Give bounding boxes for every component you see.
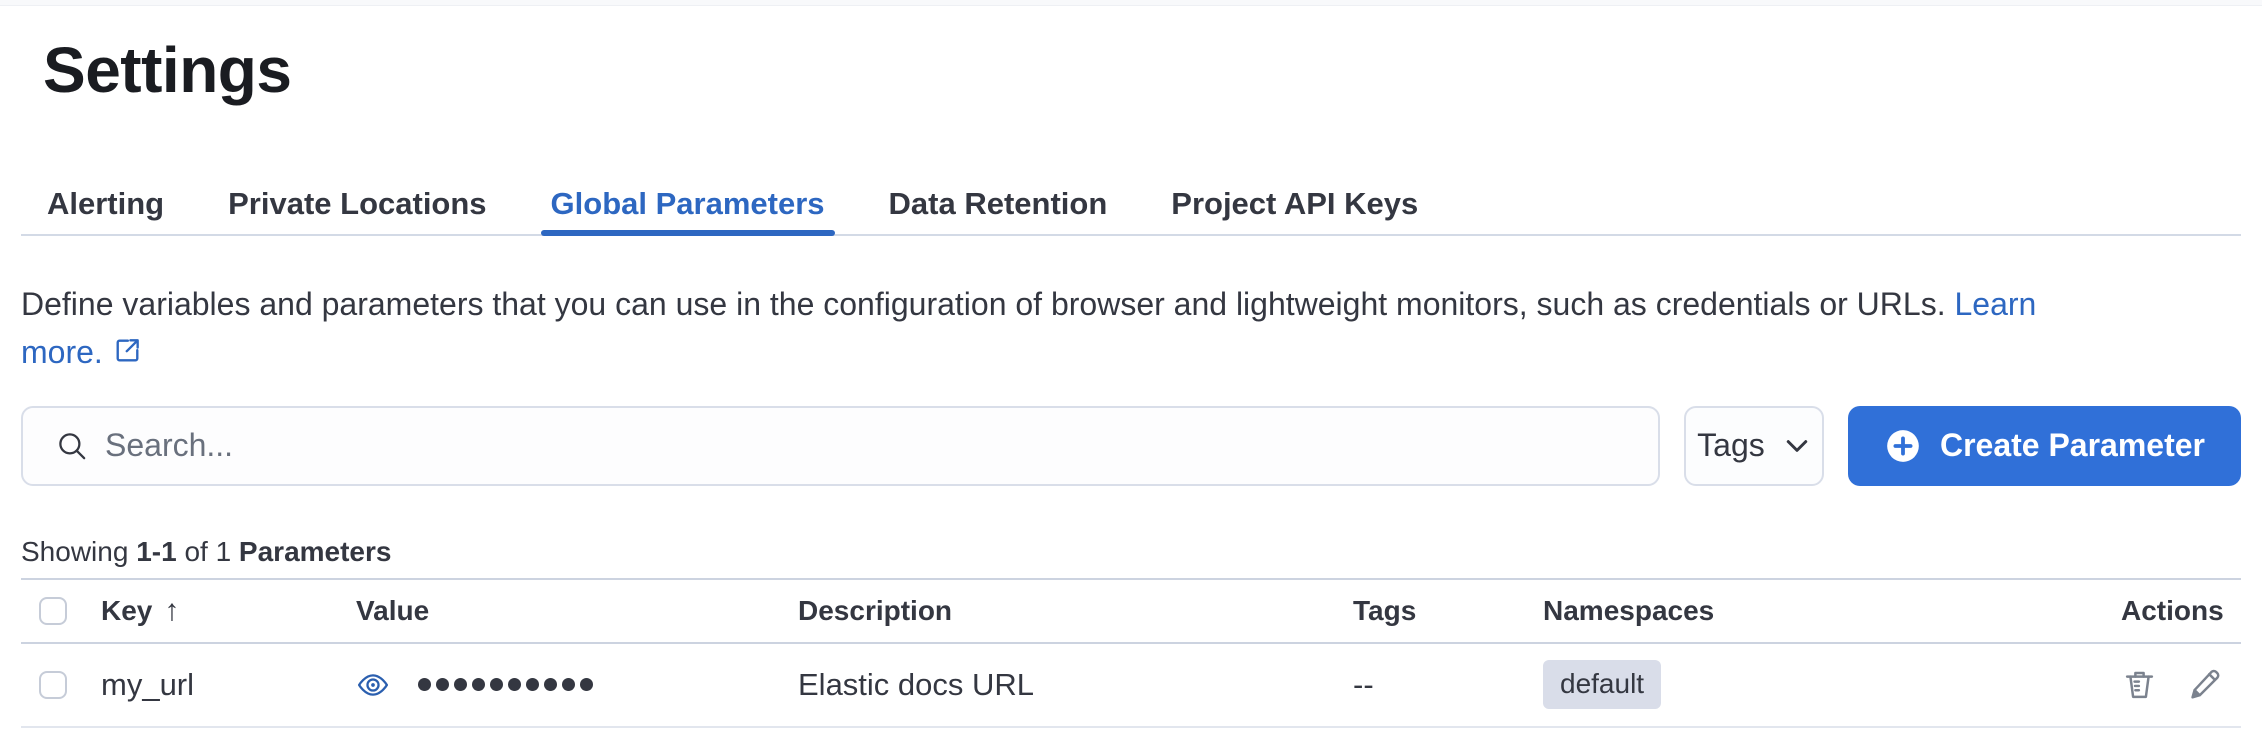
results-summary: Showing 1-1 of 1 Parameters — [21, 535, 392, 567]
column-header-tags: Tags — [1353, 594, 1417, 626]
param-tags: -- — [1353, 666, 1374, 702]
parameters-table: Key ↑ Value Description Tags Namespaces … — [21, 577, 2241, 728]
table-header-row: Key ↑ Value Description Tags Namespaces … — [21, 577, 2241, 644]
pencil-icon — [2191, 669, 2220, 699]
page-title: Settings — [43, 34, 292, 106]
page-description: Define variables and parameters that you… — [21, 280, 2241, 376]
param-key: my_url — [101, 666, 195, 702]
settings-tabs: Alerting Private Locations Global Paramete… — [21, 174, 2241, 236]
tab-global-parameters[interactable]: Global Parameters — [525, 174, 851, 236]
tags-filter-button[interactable]: Tags — [1683, 405, 1824, 486]
select-all-checkbox[interactable] — [39, 596, 67, 625]
sort-ascending-icon: ↑ — [164, 593, 180, 627]
edit-parameter-button[interactable] — [2188, 668, 2221, 701]
results-entity: Parameters — [238, 535, 392, 567]
search-icon — [59, 432, 86, 459]
eye-icon — [357, 673, 389, 696]
create-parameter-button[interactable]: Create Parameter — [1847, 405, 2241, 486]
param-description: Elastic docs URL — [798, 666, 1035, 702]
row-checkbox[interactable] — [39, 670, 67, 699]
param-actions — [2101, 668, 2241, 701]
tab-data-retention[interactable]: Data Retention — [888, 185, 1108, 221]
plus-in-circle-icon — [1887, 429, 1919, 462]
masked-value-dots — [418, 678, 593, 692]
tab-alerting[interactable]: Alerting — [47, 185, 165, 221]
external-link-icon — [116, 338, 139, 362]
column-header-value: Value — [356, 594, 430, 626]
top-edge-strip — [0, 0, 2262, 6]
learn-more-link[interactable]: Learn more. — [21, 285, 2037, 370]
reveal-value-button[interactable] — [356, 668, 390, 702]
description-text: Define variables and parameters that you… — [21, 285, 1946, 322]
search-box[interactable] — [21, 405, 1660, 486]
tab-project-api-keys[interactable]: Project API Keys — [1171, 185, 1419, 221]
param-namespaces: default — [1523, 660, 2101, 709]
search-input[interactable] — [105, 407, 1658, 484]
column-header-namespaces: Namespaces — [1543, 594, 1715, 626]
namespace-badge: default — [1543, 660, 1662, 709]
table-row: my_url Elastic docs URL -- default — [21, 644, 2241, 728]
delete-parameter-button[interactable] — [2123, 668, 2156, 701]
chevron-down-icon — [1786, 439, 1807, 452]
results-range: 1-1 — [136, 535, 177, 567]
column-header-description: Description — [798, 594, 953, 626]
trash-icon — [2125, 671, 2154, 699]
column-header-key[interactable]: Key ↑ — [101, 593, 180, 627]
tab-private-locations[interactable]: Private Locations — [228, 185, 487, 221]
column-header-actions: Actions — [2121, 594, 2224, 626]
param-value-cell — [336, 668, 778, 702]
toolbar: Tags Create Parameter — [21, 405, 2241, 486]
